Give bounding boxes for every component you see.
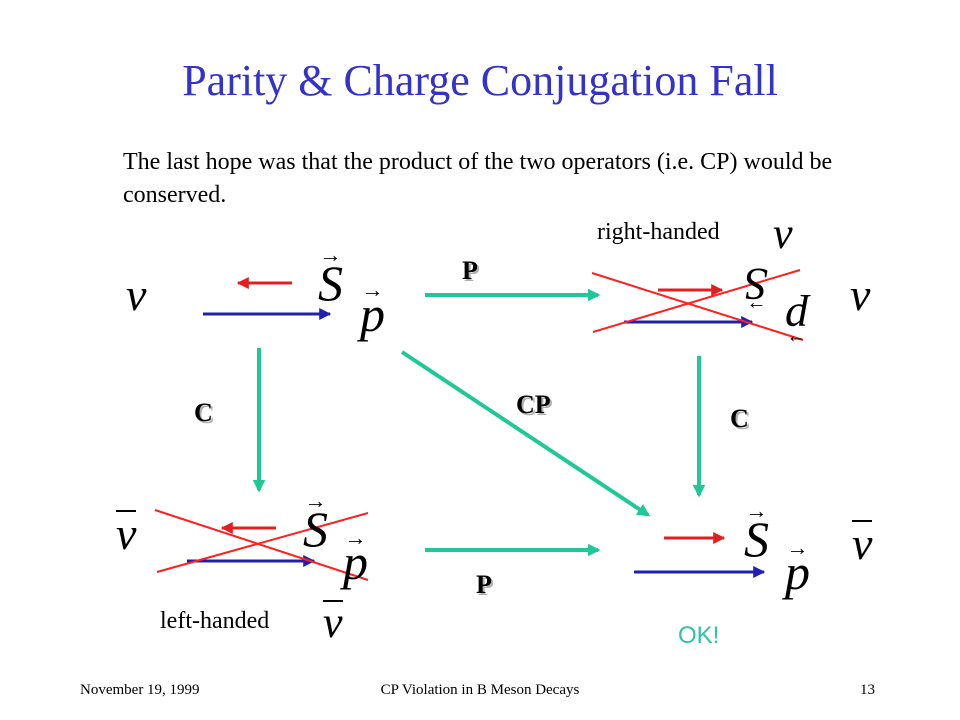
spin-vector-bottom-left: →S: [303, 488, 328, 558]
spin-vector-top-left: →S: [318, 242, 343, 312]
cross-line-top-right-b: [592, 269, 801, 333]
nubar-symbol-bottom-right: ν: [852, 518, 873, 569]
momentum-vector-top-right: →p: [785, 294, 808, 353]
operator-label-c-left: C: [194, 398, 213, 427]
ok-label: OK!: [678, 622, 720, 649]
spin-vector-top-right: →S: [745, 259, 768, 319]
nubar-symbol-bottom-left: ν: [116, 508, 137, 559]
nu-symbol-top-left: ν: [126, 269, 147, 320]
operator-label-c-right: C: [730, 404, 749, 433]
spin-vector-bottom-right: →S: [744, 498, 769, 568]
operator-label-p-bottom: P: [476, 570, 492, 599]
nu-symbol-right-handed: ν: [773, 209, 793, 258]
operator-label-cp: CP: [516, 390, 551, 419]
momentum-vector-top-left: →p: [360, 277, 385, 343]
cross-line-bottom-left-a: [154, 509, 369, 581]
right-handed-label: right-handed: [597, 219, 720, 245]
cross-line-bottom-left-b: [156, 512, 369, 573]
nu-symbol-top-right: ν: [850, 269, 871, 320]
operator-label-p-top: P: [462, 256, 478, 285]
intro-text: The last hope was that the product of th…: [123, 149, 833, 208]
slide-title: Parity & Charge Conjugation Fall: [182, 56, 778, 105]
nubar-symbol-left-handed: ν: [323, 598, 343, 647]
footer-page-number: 13: [860, 682, 875, 698]
footer-talk-title: CP Violation in B Meson Decays: [380, 682, 580, 698]
momentum-vector-bottom-right: →p: [785, 535, 810, 601]
left-handed-label: left-handed: [160, 608, 270, 634]
footer-date: November 19, 1999: [80, 682, 200, 698]
momentum-vector-bottom-left: →p: [343, 525, 368, 591]
cross-line-top-right-a: [591, 272, 804, 341]
cp-arrow-diagonal: [400, 350, 651, 517]
